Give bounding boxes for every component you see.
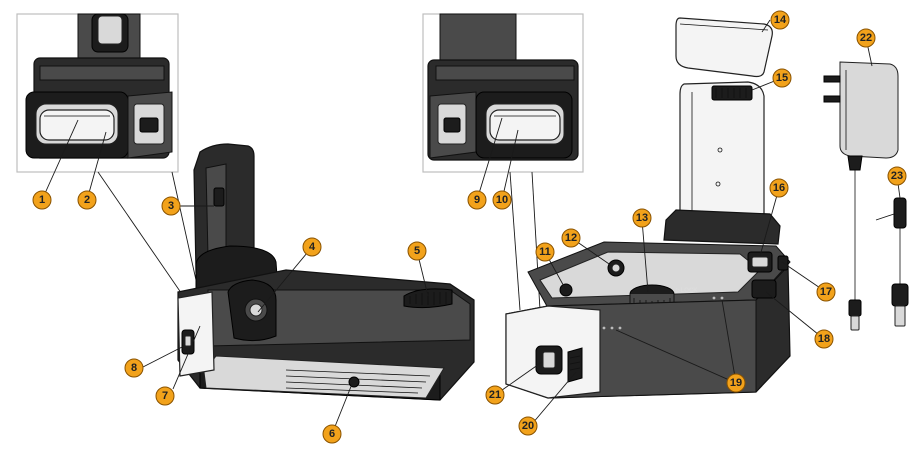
callout-18: 18	[814, 329, 834, 349]
callout-7: 7	[155, 386, 175, 406]
callout-1: 1	[32, 190, 52, 210]
callout-8: 8	[124, 358, 144, 378]
svg-text:23: 23	[891, 170, 903, 182]
svg-text:21: 21	[489, 389, 501, 401]
battery-grip-rear-view: ▷LOCK	[505, 81, 791, 399]
svg-text:8: 8	[131, 362, 137, 374]
svg-text:17: 17	[820, 286, 832, 298]
callout-16: 16	[769, 178, 789, 198]
callout-13: 13	[632, 208, 652, 228]
callout-9: 9	[467, 190, 487, 210]
svg-text:1: 1	[39, 194, 45, 206]
inset-battery-compartment-right	[422, 13, 584, 173]
svg-text:10: 10	[496, 194, 508, 206]
callout-22: 22	[856, 28, 876, 48]
dc-cable	[875, 197, 909, 327]
svg-text:9: 9	[474, 194, 480, 206]
callout-5: 5	[407, 241, 427, 261]
inset-battery-compartment-left	[16, 13, 179, 173]
lock-label: ▷LOCK	[675, 287, 698, 294]
spare-battery	[675, 17, 773, 78]
callout-4: 4	[302, 237, 322, 257]
svg-text:5: 5	[414, 245, 420, 257]
svg-text:6: 6	[329, 428, 335, 440]
callout-21: 21	[485, 385, 505, 405]
callout-20: 20	[518, 416, 538, 436]
svg-text:20: 20	[522, 420, 534, 432]
callout-3: 3	[161, 196, 181, 216]
svg-text:18: 18	[818, 333, 830, 345]
callout-10: 10	[492, 190, 512, 210]
callout-14: 14	[770, 10, 790, 30]
svg-text:2: 2	[84, 194, 90, 206]
callout-2: 2	[77, 190, 97, 210]
callout-17: 17	[816, 282, 836, 302]
svg-text:7: 7	[162, 390, 168, 402]
callout-15: 15	[772, 68, 792, 88]
battery-grip-front-view	[177, 143, 475, 401]
svg-text:19: 19	[730, 377, 742, 389]
callout-12: 12	[561, 228, 581, 248]
callout-19: 19	[726, 373, 746, 393]
svg-text:3: 3	[168, 200, 174, 212]
callout-23: 23	[887, 166, 907, 186]
svg-text:12: 12	[565, 232, 577, 244]
callout-6: 6	[322, 424, 342, 444]
svg-text:14: 14	[774, 14, 787, 26]
callout-11: 11	[535, 242, 555, 262]
svg-text:11: 11	[539, 246, 551, 258]
svg-text:13: 13	[636, 212, 648, 224]
svg-text:15: 15	[776, 72, 788, 84]
svg-text:4: 4	[309, 241, 316, 253]
ac-adapter	[823, 61, 899, 331]
svg-text:22: 22	[860, 32, 872, 44]
svg-text:16: 16	[773, 182, 785, 194]
